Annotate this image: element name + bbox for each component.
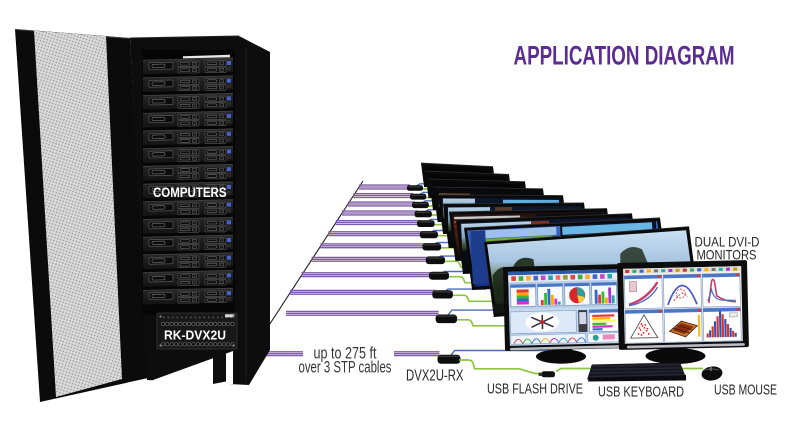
svg-text:USB FLASH DRIVE: USB FLASH DRIVE: [487, 381, 583, 398]
svg-text:USB MOUSE: USB MOUSE: [714, 382, 777, 399]
svg-text:DVX2U-RX: DVX2U-RX: [406, 368, 464, 385]
svg-text:USB KEYBOARD: USB KEYBOARD: [598, 384, 684, 401]
svg-text:RK-DVX2U: RK-DVX2U: [164, 328, 226, 343]
svg-text:over 3 STP cables: over 3 STP cables: [299, 359, 392, 377]
svg-text:up to 275 ft: up to 275 ft: [314, 344, 377, 362]
svg-text:MONITORS: MONITORS: [697, 246, 757, 262]
svg-text:COMPUTERS: COMPUTERS: [153, 185, 227, 200]
svg-text:DUAL DVI-D: DUAL DVI-D: [695, 233, 760, 249]
svg-text:APPLICATION DIAGRAM: APPLICATION DIAGRAM: [514, 41, 735, 71]
